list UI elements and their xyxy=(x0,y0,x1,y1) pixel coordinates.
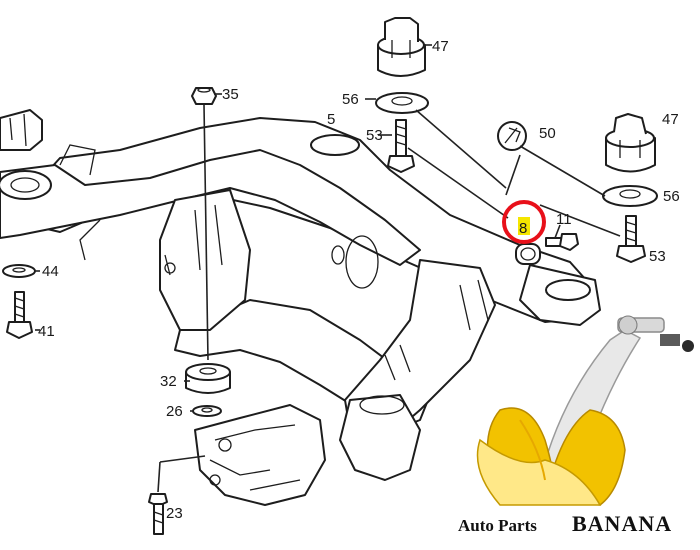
callout-26: 26 xyxy=(166,403,183,420)
callout-23: 23 xyxy=(166,505,183,522)
highlight-marker xyxy=(518,217,530,235)
callout-8: 8 xyxy=(519,220,527,237)
differential-housing xyxy=(194,404,326,506)
leader-lines xyxy=(35,44,621,493)
callout-47-top: 47 xyxy=(432,38,449,55)
wrench-icon xyxy=(497,121,527,151)
bolt-41 xyxy=(6,291,33,339)
callout-44: 44 xyxy=(42,263,59,280)
washer-26 xyxy=(192,405,222,417)
logo-text-banana: BANANA xyxy=(572,511,672,536)
rubber-mount-32 xyxy=(185,363,231,394)
callout-53-top: 53 xyxy=(366,127,383,144)
bolt-53-right xyxy=(616,215,646,263)
nut-35 xyxy=(191,87,217,105)
callout-35: 35 xyxy=(222,86,239,103)
callout-41: 41 xyxy=(38,323,55,340)
auto-parts-banana-logo: Auto Parts BANANA xyxy=(458,315,694,536)
bolt-11 xyxy=(545,233,579,251)
callout-56-right: 56 xyxy=(663,188,680,205)
logo-text-auto-parts: Auto Parts xyxy=(458,516,537,535)
rubber-mount-47-top xyxy=(377,17,426,77)
rubber-mount-47-right xyxy=(605,113,656,173)
bushing-8 xyxy=(515,243,541,265)
rubber-mount-left-partial xyxy=(0,109,43,151)
callout-labels: 47 56 53 50 47 56 53 35 5 8 11 44 41 32 … xyxy=(38,38,680,522)
washer-56-right xyxy=(602,185,658,207)
callout-5: 5 xyxy=(327,111,335,128)
washer-56-top xyxy=(375,92,429,114)
callout-11: 11 xyxy=(556,211,572,228)
bolt-23 xyxy=(148,493,168,535)
callout-32: 32 xyxy=(160,373,177,390)
callout-53-right: 53 xyxy=(649,248,666,265)
red-highlight-circle xyxy=(502,200,546,244)
callout-56-top: 56 xyxy=(342,91,359,108)
banana-icon xyxy=(476,407,626,506)
callout-50: 50 xyxy=(539,125,556,142)
callout-47-right: 47 xyxy=(662,111,679,128)
highlighted-callout-8: 8 xyxy=(502,200,546,244)
bolt-53-top xyxy=(387,119,415,173)
rear-subframe xyxy=(0,117,601,481)
washer-44 xyxy=(2,264,36,278)
